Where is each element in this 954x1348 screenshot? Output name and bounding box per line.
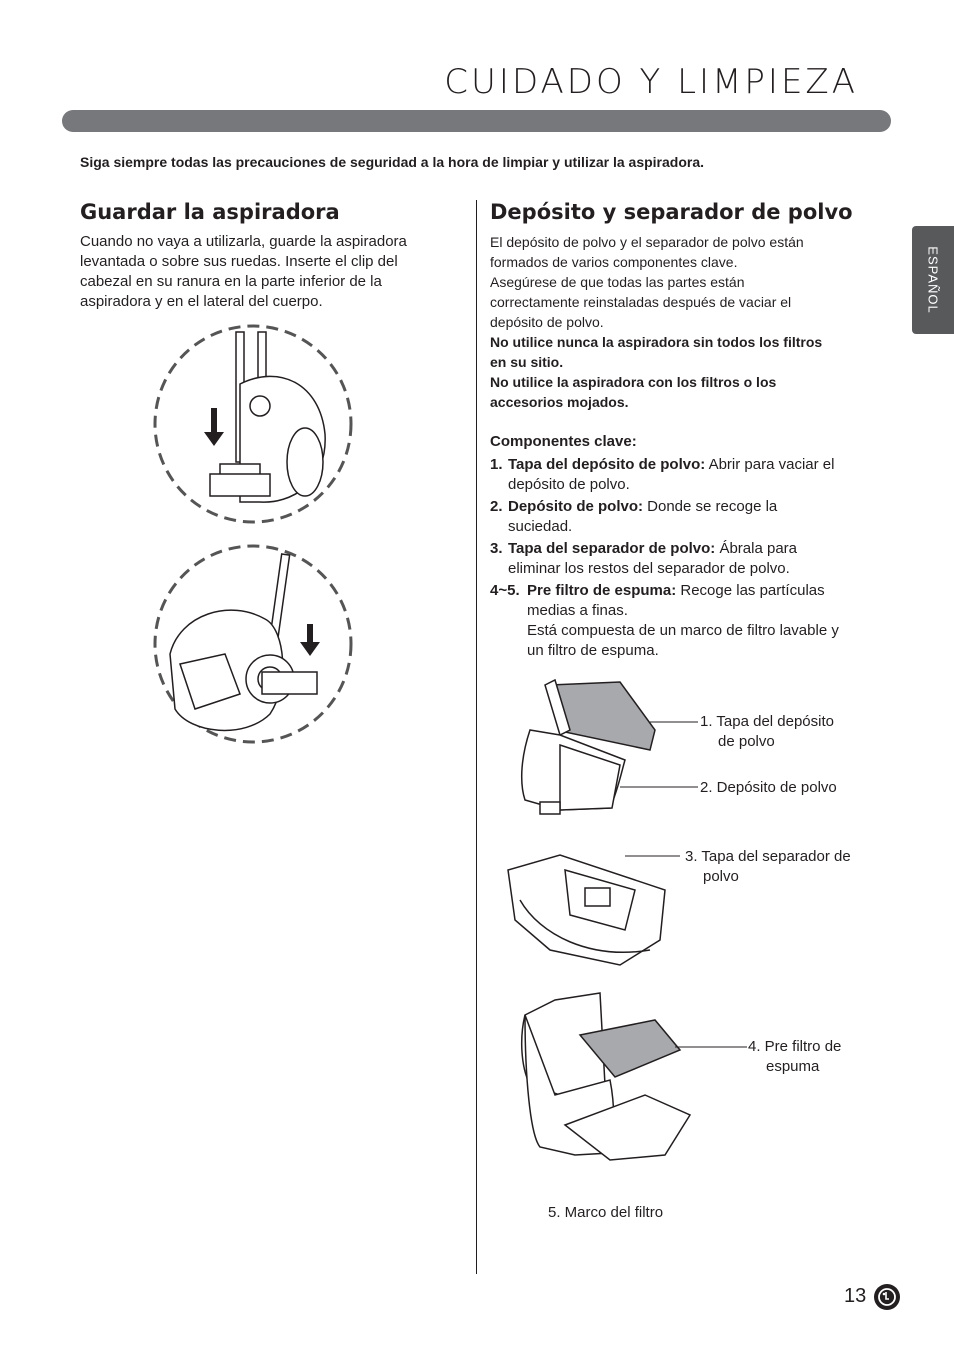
title-bar: [62, 110, 891, 132]
section-heading-storage: Guardar la aspiradora: [80, 200, 340, 224]
dust-bin-warning-line: No utilice nunca la aspiradora sin todos…: [490, 334, 823, 350]
dust-bin-line: Asegúrese de que todas las partes están: [490, 274, 745, 290]
label-line: 3. Tapa del separador de: [685, 848, 851, 865]
storage-line: cabezal en su ranura en la parte inferio…: [80, 273, 382, 290]
dust-bin-line: depósito de polvo.: [490, 314, 604, 330]
component-desc: suciedad.: [508, 518, 573, 535]
label-line: espuma: [766, 1058, 820, 1075]
storage-text: Cuando no vaya a utilizarla, guarde la a…: [80, 232, 407, 312]
component-desc: Donde se recoge la: [643, 498, 778, 515]
component-desc: depósito de polvo.: [508, 476, 630, 493]
components-list: 1. Tapa del depósito de polvo: Abrir par…: [490, 455, 880, 663]
vacuum-upright-illustration: [153, 324, 353, 524]
label-pre-filter: 4. Pre filtro de espuma: [748, 1037, 841, 1077]
label-line: polvo: [703, 868, 739, 885]
component-number: 3.: [490, 540, 503, 557]
dust-bin-line: correctamente reinstaladas después de va…: [490, 294, 792, 310]
storage-line: Cuando no vaya a utilizarla, guarde la a…: [80, 233, 407, 250]
storage-line: levantada o sobre sus ruedas. Inserte el…: [80, 253, 398, 270]
column-divider: [476, 200, 477, 1274]
label-filter-frame: 5. Marco del filtro: [548, 1204, 664, 1221]
component-number: 2.: [490, 498, 503, 515]
label-line: 4. Pre filtro de: [748, 1038, 842, 1055]
dust-bin-warning-line: en su sitio.: [490, 354, 564, 370]
page-title: CUIDADO Y LIMPIEZA: [444, 62, 858, 102]
component-desc: eliminar los restos del separador de pol…: [508, 560, 790, 577]
component-number: 1.: [490, 456, 503, 473]
language-label: ESPAÑOL: [925, 246, 941, 314]
label-separator-lid: 3. Tapa del separador de polvo: [685, 847, 851, 887]
component-item: 4~5. Pre filtro de espuma: Recoge las pa…: [490, 581, 880, 661]
component-desc: medias a finas.: [527, 602, 628, 619]
component-number: 4~5.: [490, 582, 520, 599]
dust-bin-warning-line: accesorios mojados.: [490, 394, 629, 410]
label-lid: 1. Tapa del depósito de polvo: [700, 712, 834, 752]
dust-bin-line: El depósito de polvo y el separador de p…: [490, 234, 804, 250]
safety-warning: Siga siempre todas las precauciones de s…: [80, 154, 705, 170]
dust-bin-diagram: [520, 678, 698, 815]
component-desc: un filtro de espuma.: [527, 642, 659, 659]
component-desc: Recoge las partículas: [676, 582, 825, 599]
separator-lid-diagram: [507, 854, 680, 966]
dust-bin-warning-line: No utilice la aspiradora con los filtros…: [490, 374, 777, 390]
page-number: 13: [844, 1285, 867, 1307]
component-desc: Ábrala para: [715, 540, 797, 557]
label-line: de polvo: [718, 733, 775, 750]
component-name: Tapa del separador de polvo:: [508, 540, 716, 557]
component-desc: Abrir para vaciar el: [705, 456, 835, 473]
label-line: 1. Tapa del depósito: [700, 713, 834, 730]
dust-bin-text: El depósito de polvo y el separador de p…: [490, 232, 822, 412]
component-item: 2. Depósito de polvo: Donde se recoge la…: [490, 497, 880, 537]
section-heading-dust-bin: Depósito y separador de polvo: [490, 200, 853, 224]
component-name: Pre filtro de espuma:: [527, 582, 677, 599]
components-heading: Componentes clave:: [490, 433, 637, 450]
vacuum-horizontal-illustration: [153, 544, 353, 744]
component-item: 1. Tapa del depósito de polvo: Abrir par…: [490, 455, 880, 495]
language-tab: ESPAÑOL: [912, 226, 954, 334]
component-item: 3. Tapa del separador de polvo: Ábrala p…: [490, 539, 880, 579]
storage-line: aspiradora y en el lateral del cuerpo.: [80, 293, 323, 310]
pre-filter-diagram: [520, 992, 747, 1161]
lg-logo: [874, 1284, 900, 1310]
component-desc: Está compuesta de un marco de filtro lav…: [527, 622, 839, 639]
dust-bin-line: formados de varios componentes clave.: [490, 254, 738, 270]
component-name: Depósito de polvo:: [508, 498, 643, 515]
component-name: Tapa del depósito de polvo:: [508, 456, 706, 473]
label-bin: 2. Depósito de polvo: [700, 779, 837, 796]
